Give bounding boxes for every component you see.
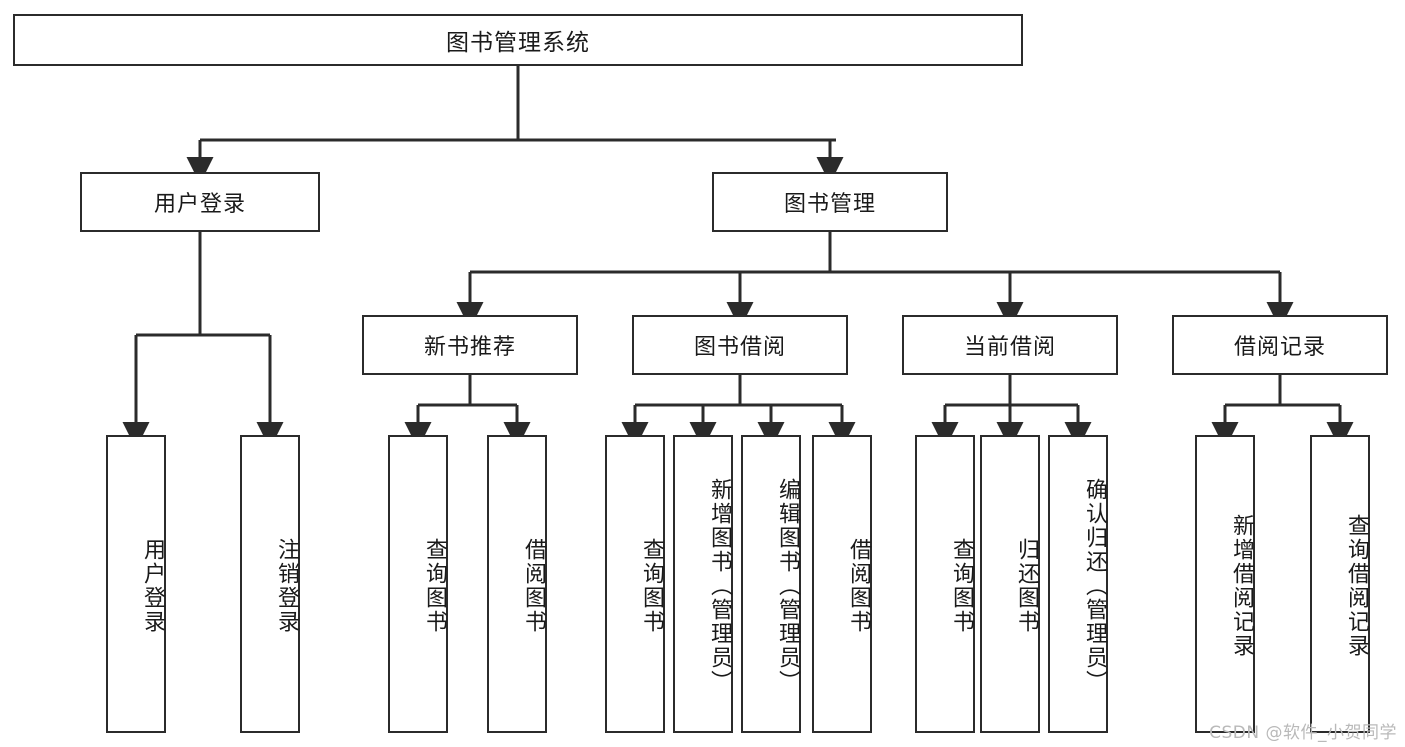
node-label: 查询图书: [639, 538, 664, 634]
node-label: 注销登录: [274, 538, 299, 634]
leaf-user-login[interactable]: 用户登录: [106, 435, 166, 733]
node-label: 查询借阅记录: [1344, 514, 1369, 658]
leaf-borrow-borrow-book[interactable]: 借阅图书: [812, 435, 872, 733]
csdn-watermark: CSDN @软件_小贺同学: [1209, 723, 1397, 743]
node-label: 归还图书: [1014, 538, 1039, 634]
node-label: 编辑图书（管理员）: [775, 478, 800, 694]
node-label: 用户登录: [153, 192, 246, 217]
node-label: 查询图书: [422, 538, 447, 634]
leaf-borrow-edit-book-admin[interactable]: 编辑图书（管理员）: [741, 435, 801, 733]
node-label: 新增借阅记录: [1229, 514, 1254, 658]
node-label: 图书借阅: [693, 335, 786, 360]
leaf-record-add-borrow-record[interactable]: 新增借阅记录: [1195, 435, 1255, 733]
node-label: 借阅图书: [846, 538, 871, 634]
leaf-current-query-book[interactable]: 查询图书: [915, 435, 975, 733]
node-user-login[interactable]: 用户登录: [80, 172, 320, 232]
node-label: 借阅图书: [521, 538, 546, 634]
leaf-current-return-book[interactable]: 归还图书: [980, 435, 1040, 733]
leaf-recommend-borrow-book[interactable]: 借阅图书: [487, 435, 547, 733]
node-label: 图书管理: [783, 192, 876, 217]
leaf-recommend-query-book[interactable]: 查询图书: [388, 435, 448, 733]
node-current-borrow[interactable]: 当前借阅: [902, 315, 1118, 375]
node-book-borrow[interactable]: 图书借阅: [632, 315, 848, 375]
node-label: 借阅记录: [1233, 335, 1326, 360]
node-label: 图书管理系统: [446, 30, 590, 56]
node-label: 查询图书: [949, 538, 974, 634]
leaf-user-logout[interactable]: 注销登录: [240, 435, 300, 733]
node-label: 新增图书（管理员）: [707, 478, 732, 694]
node-label: 当前借阅: [963, 335, 1056, 360]
leaf-current-confirm-return-admin[interactable]: 确认归还（管理员）: [1048, 435, 1108, 733]
node-root-book-management-system[interactable]: 图书管理系统: [13, 14, 1023, 66]
node-borrow-record[interactable]: 借阅记录: [1172, 315, 1388, 375]
leaf-borrow-add-book-admin[interactable]: 新增图书（管理员）: [673, 435, 733, 733]
leaf-borrow-query-book[interactable]: 查询图书: [605, 435, 665, 733]
node-label: 用户登录: [140, 538, 165, 634]
node-book-management[interactable]: 图书管理: [712, 172, 948, 232]
node-new-book-recommend[interactable]: 新书推荐: [362, 315, 578, 375]
node-label: 新书推荐: [423, 335, 516, 360]
node-label: 确认归还（管理员）: [1082, 478, 1107, 694]
leaf-record-query-borrow-record[interactable]: 查询借阅记录: [1310, 435, 1370, 733]
